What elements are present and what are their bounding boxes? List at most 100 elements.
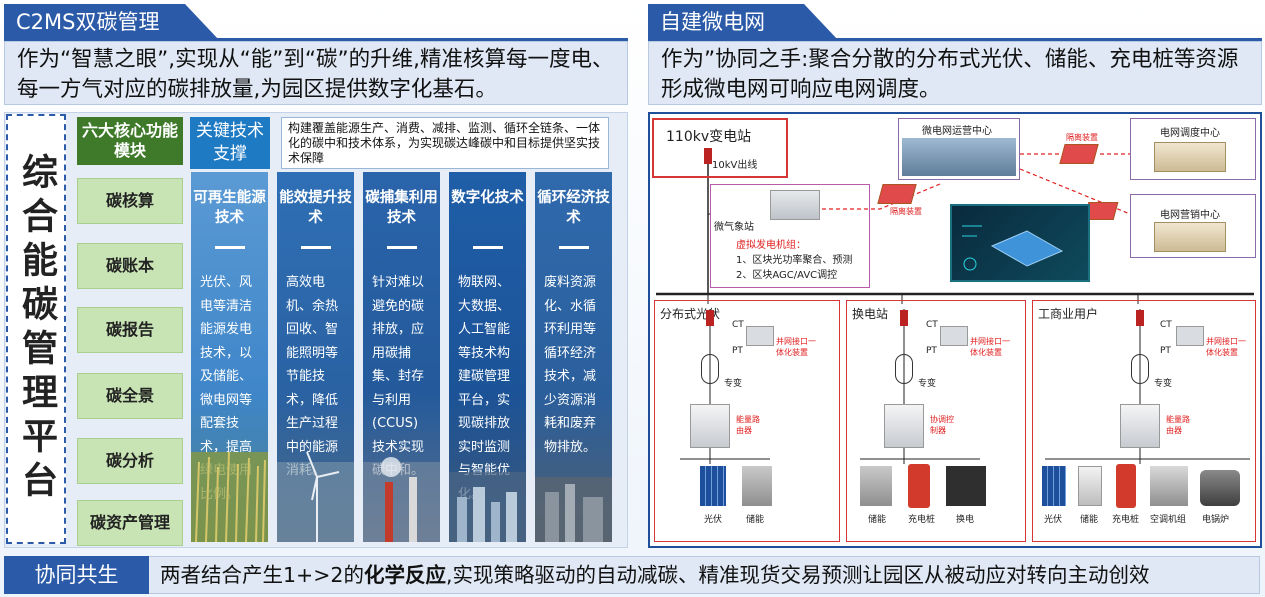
- tech-column-renewable: 可再生能源技术 光伏、风电等清洁能源发电技术，以及储能、微电网等配套技术，提高绿…: [191, 172, 268, 542]
- section-tab-c2ms: C2MS双碳管理: [4, 4, 219, 40]
- load-label: 充电桩: [908, 515, 936, 525]
- tech-column-text: 废料资源化、水循环利用等循环经济技术，减少资源消耗和废弃物排放。: [544, 275, 597, 455]
- breaker-icon: [704, 148, 712, 164]
- city-image: [449, 472, 526, 542]
- interface-device-label: 并网接口一体化装置: [776, 337, 816, 357]
- router-cabinet-icon: [1120, 404, 1160, 448]
- isolation-label-2: 隔离装置: [890, 207, 922, 216]
- tech-column-title: 能效提升技术: [279, 190, 352, 226]
- load-label: 电锅炉: [1202, 515, 1230, 525]
- meter-icon: [746, 326, 774, 346]
- module-carbon-report: 碳报告: [77, 307, 183, 353]
- section-tab-underline: [4, 38, 628, 41]
- router-label: 能量路由器: [1166, 415, 1190, 435]
- swap-cabinet-icon: [946, 466, 986, 506]
- server-rack-icon: [1154, 222, 1226, 252]
- section-tab-underline: [648, 38, 1262, 41]
- module-carbon-ledger: 碳账本: [77, 243, 183, 289]
- isolation-device-icon: [1059, 144, 1099, 164]
- tech-description: 构建覆盖能源生产、消费、减排、监测、循环全链条、一体化的碳中和技术体系，为实现碳…: [281, 117, 609, 169]
- solar-panel-icon: [962, 225, 1064, 271]
- tech-column-circular: 循环经济技术 废料资源化、水循环利用等循环经济技术，减少资源消耗和废弃物排放。: [535, 172, 612, 542]
- industry-image: [535, 477, 612, 542]
- vpp-title: 虚拟发电机组：: [736, 240, 806, 251]
- breaker-icon: [1136, 310, 1144, 326]
- router-cabinet-icon: [690, 404, 730, 448]
- ac-unit-icon: [1150, 466, 1188, 506]
- microgrid-diagram: 110kv变电站 10kV出线 微气象站 虚拟发电机组： 1、区块光功率聚合、预…: [648, 112, 1262, 548]
- divider: [558, 246, 589, 249]
- router-label: 协调控制器: [930, 415, 954, 435]
- boiler-icon: [1200, 470, 1240, 506]
- ct-label: CT: [926, 320, 938, 330]
- meter-icon: [940, 326, 968, 346]
- load-label: 充电桩: [1112, 515, 1140, 525]
- marketing-center-box: [1130, 194, 1256, 258]
- tech-header: 关键技术支撑: [190, 117, 270, 169]
- platform-title-box: 综合能碳管理平台: [6, 114, 66, 544]
- module-carbon-asset: 碳资产管理: [77, 500, 183, 546]
- interface-device-label: 并网接口一体化装置: [970, 337, 1010, 357]
- pv-panel-icon: [700, 466, 726, 506]
- platform-title: 综合能碳管理平台: [16, 153, 57, 505]
- load-label: 换电: [956, 515, 975, 525]
- tech-column-title: 循环经济技术: [537, 190, 610, 226]
- interface-device-label: 并网接口一体化装置: [1206, 337, 1246, 357]
- tech-column-title: 碳捕集利用技术: [365, 190, 438, 226]
- pt-label: PT: [1160, 346, 1171, 356]
- chimney-image: [363, 457, 440, 542]
- zone-distributed-pv: [654, 300, 840, 542]
- router-label: 能量路由器: [736, 415, 760, 435]
- zone-title: 换电站: [852, 307, 889, 321]
- city-image: [902, 138, 1016, 176]
- transformer-icon: [701, 354, 719, 384]
- divider: [472, 246, 503, 249]
- isolation-device-icon: [877, 184, 917, 204]
- substation-label: 110kv变电站: [666, 129, 752, 145]
- tech-column-ccus: 碳捕集利用技术 针对难以避免的碳排放，应用碳捕集、封存与利用(CCUS)技术实现…: [363, 172, 440, 542]
- synergy-text: 两者结合产生1+>2的化学反应,实现策略驱动的自动减碳、精准现货交易预测让园区从…: [160, 556, 1149, 594]
- transformer-label: 专变: [1154, 379, 1173, 389]
- section-tab-microgrid: 自建微电网: [648, 4, 838, 40]
- ops-center-box: [898, 118, 1020, 180]
- meter-icon: [1176, 326, 1204, 346]
- storage-icon: [1078, 466, 1102, 506]
- load-label: 储能: [746, 515, 765, 525]
- module-carbon-accounting: 碳核算: [77, 178, 183, 224]
- module-carbon-analysis: 碳分析: [77, 438, 183, 484]
- synergy-text-after: ,实现策略驱动的自动减碳、精准现货交易预测让园区从被动应对转向主动创效: [445, 563, 1150, 587]
- pv-panel-icon: [1042, 466, 1066, 506]
- vpp-item-1: 1、区块光功率聚合、预测: [736, 255, 853, 266]
- vpp-item-2: 2、区块AGC/AVC调控: [736, 270, 838, 281]
- ops-center-label: 微电网运营中心: [922, 126, 992, 137]
- server-icon: [770, 190, 820, 220]
- synergy-bar: [4, 556, 1260, 594]
- synergy-tag: 协同共生: [4, 556, 149, 594]
- dispatch-center-label: 电网调度中心: [1160, 128, 1220, 139]
- wheat-field-image: [191, 451, 268, 542]
- tech-column-title: 数字化技术: [451, 190, 524, 206]
- pt-label: PT: [732, 346, 743, 356]
- breaker-icon: [900, 310, 908, 326]
- module-carbon-panorama: 碳全景: [77, 373, 183, 419]
- wind-turbine-image: [277, 451, 354, 542]
- zone-swap-station: [846, 300, 1026, 542]
- charger-icon: [1116, 464, 1136, 508]
- load-label: 光伏: [704, 515, 723, 525]
- server-rack-icon: [1154, 142, 1226, 172]
- vpp-box: [710, 184, 870, 288]
- controller-cabinet-icon: [884, 404, 924, 448]
- zone-commercial-users: [1032, 300, 1256, 542]
- tech-column-digital: 数字化技术 物联网、大数据、人工智能等技术构建碳管理平台，实现碳排放实时监测与智…: [449, 172, 526, 542]
- isolation-label-1: 隔离装置: [1066, 133, 1098, 142]
- dashboard-screen: [950, 204, 1090, 282]
- storage-icon: [742, 466, 772, 506]
- synergy-text-before: 两者结合产生1+>2的: [160, 563, 364, 587]
- load-label: 储能: [1080, 515, 1099, 525]
- dispatch-center-box: [1130, 118, 1256, 180]
- storage-icon: [860, 466, 892, 506]
- transformer-icon: [1131, 354, 1149, 384]
- divider: [300, 246, 331, 249]
- transformer-label: 专变: [918, 379, 937, 389]
- tech-column-efficiency: 能效提升技术 高效电机、余热回收、智能照明等节能技术，降低生产过程中的能源消耗。: [277, 172, 354, 542]
